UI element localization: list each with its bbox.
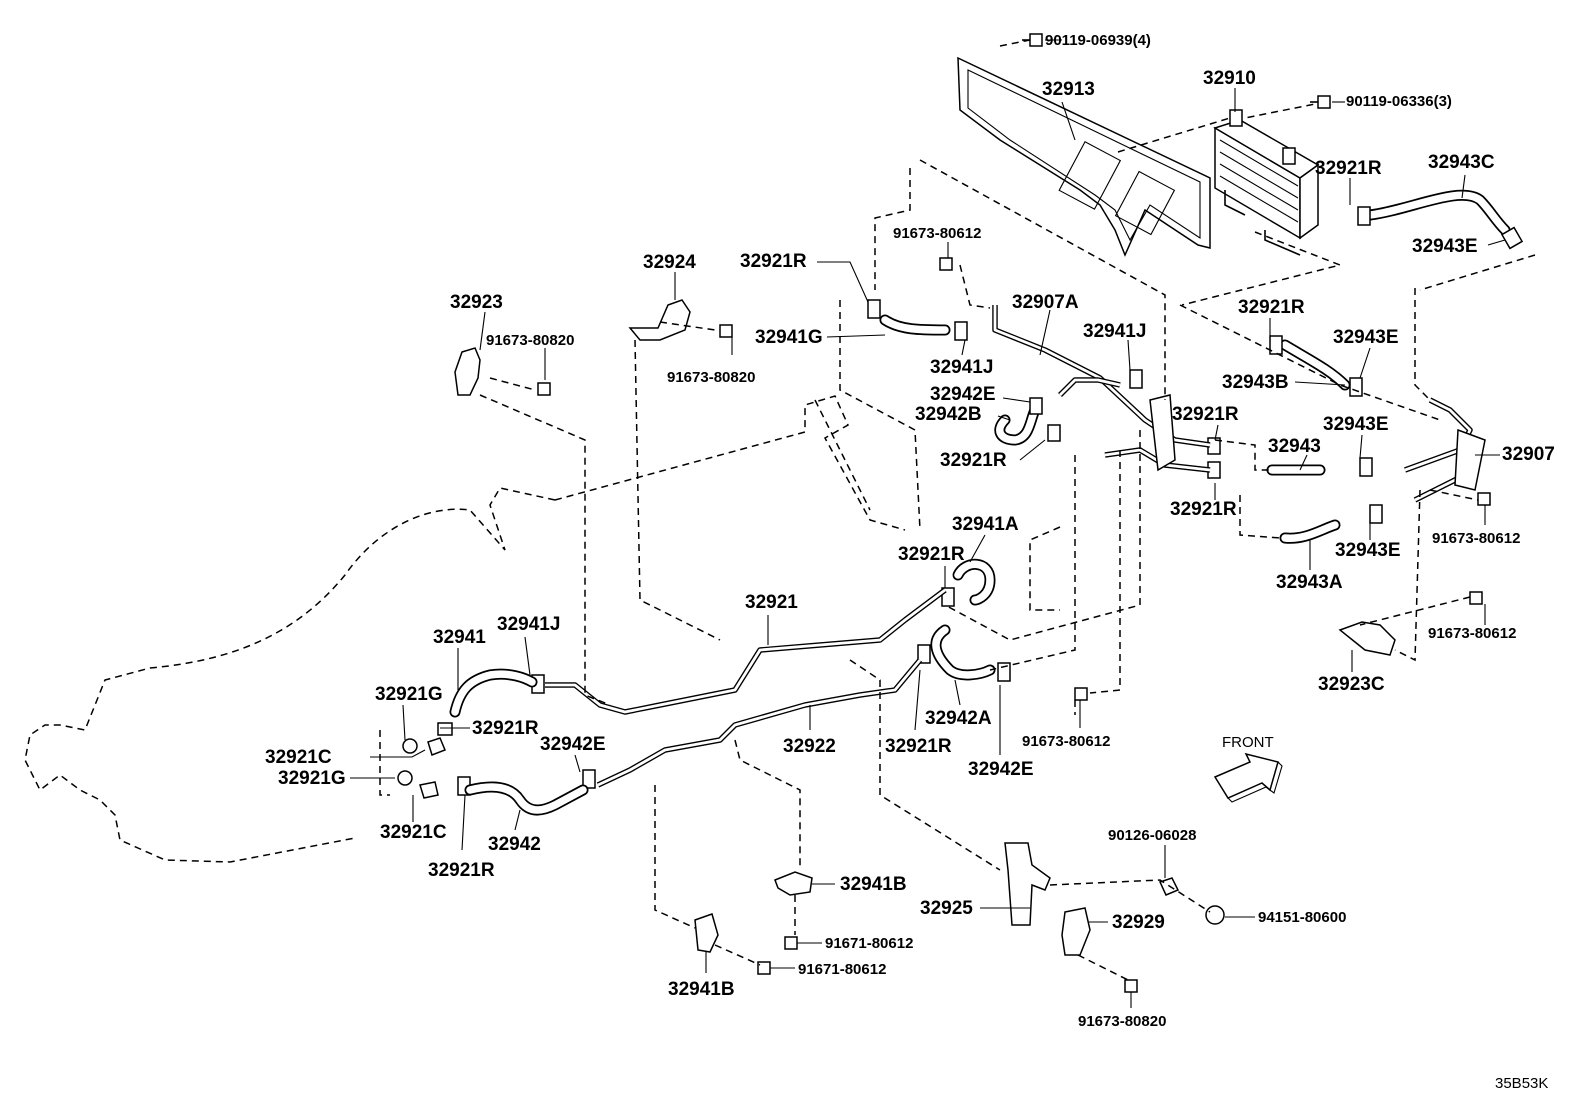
pipe-32907a [992, 305, 1211, 473]
label-32942: 32942 [488, 834, 541, 855]
label-32941a: 32941A [952, 514, 1019, 535]
label-91673-80820-b: 91673-80820 [667, 369, 755, 386]
transmission-outline [24, 395, 906, 863]
label-32907a: 32907A [1012, 292, 1079, 313]
label-91673-80820-a: 91673-80820 [486, 332, 574, 349]
bolt-icon [1022, 33, 1331, 109]
label-32921r-g: 32921R [898, 544, 965, 565]
clamp-icon [457, 206, 1524, 796]
label-32942b: 32942B [915, 404, 982, 425]
label-32929: 32929 [1112, 912, 1165, 933]
label-32921r-a: 32921R [1315, 158, 1382, 179]
label-32943c: 32943C [1428, 152, 1495, 173]
label-32921g-a: 32921G [375, 684, 443, 705]
front-arrow-icon [1213, 752, 1283, 803]
bracket-32925 [1004, 842, 1051, 926]
label-32913: 32913 [1042, 79, 1095, 100]
label-91673-80612-c: 91673-80612 [1428, 625, 1516, 642]
label-32943e-b: 32943E [1333, 327, 1399, 348]
label-32943b: 32943B [1222, 372, 1289, 393]
label-32924: 32924 [643, 252, 696, 273]
label-32941b-b: 32941B [668, 979, 735, 1000]
label-90119-06336: 90119-06336(3) [1346, 93, 1452, 110]
label-91673-80820-c: 91673-80820 [1078, 1013, 1166, 1030]
cooler-plate-32913 [957, 39, 1231, 257]
label-32921r-h: 32921R [472, 718, 539, 739]
label-32943e-c: 32943E [1323, 414, 1389, 435]
label-32943e-a: 32943E [1412, 236, 1478, 257]
label-91673-80612-b: 91673-80612 [1432, 530, 1520, 547]
label-32941j-a: 32941J [1083, 321, 1146, 342]
pipe-32907 [1404, 397, 1486, 503]
label-32941g: 32941G [755, 327, 823, 348]
label-32943a: 32943A [1276, 572, 1343, 593]
bracket-32923c [1338, 621, 1396, 656]
label-32921c-a: 32921C [265, 747, 332, 768]
leader-lines [350, 39, 1506, 1008]
bracket-32929 [1061, 907, 1091, 956]
label-32921c-b: 32921C [380, 822, 447, 843]
oil-cooler-32910 [1181, 101, 1343, 306]
pipe-32922 [596, 658, 923, 788]
bracket-32923 [454, 347, 481, 396]
diagram-code: 35B53K [1495, 1075, 1548, 1092]
label-91673-80612-d: 91673-80612 [1022, 733, 1110, 750]
label-90126-06028: 90126-06028 [1108, 827, 1196, 844]
label-32941: 32941 [433, 627, 486, 648]
label-32941j-c: 32941J [497, 614, 560, 635]
hoses-left [397, 668, 589, 816]
label-91671-80612-a: 91671-80612 [825, 935, 913, 952]
label-32943e-d: 32943E [1335, 540, 1401, 561]
label-94151-80600: 94151-80600 [1258, 909, 1346, 926]
assembly-dashed-lines [479, 159, 1536, 981]
clamp-32941b-upper [774, 871, 813, 896]
clamp-32941b-lower [694, 913, 719, 953]
label-32942a: 32942A [925, 708, 992, 729]
label-91673-80612-a: 91673-80612 [893, 225, 981, 242]
label-32942e-a: 32942E [930, 384, 996, 405]
label-32922: 32922 [783, 736, 836, 757]
label-90119-06939: 90119-06939(4) [1045, 32, 1151, 49]
label-32921: 32921 [745, 592, 798, 613]
hoses-right [879, 189, 1511, 681]
label-32941j-b: 32941J [930, 357, 993, 378]
label-32941b-a: 32941B [840, 874, 907, 895]
label-32907: 32907 [1502, 444, 1555, 465]
label-32921r-e: 32921R [1172, 404, 1239, 425]
label-91671-80612-b: 91671-80612 [798, 961, 886, 978]
label-32942e-b: 32942E [540, 734, 606, 755]
label-32921r-j: 32921R [428, 860, 495, 881]
label-32921r-f: 32921R [1170, 499, 1237, 520]
label-32921r-i: 32921R [885, 736, 952, 757]
bracket-32924 [628, 299, 691, 341]
label-32910: 32910 [1203, 68, 1256, 89]
label-32943: 32943 [1268, 436, 1321, 457]
label-32921r-c: 32921R [940, 450, 1007, 471]
label-32923c: 32923C [1318, 674, 1385, 695]
label-32921g-b: 32921G [278, 768, 346, 789]
label-32942e-c: 32942E [968, 759, 1034, 780]
front-label: FRONT [1222, 734, 1274, 751]
label-32921r-d: 32921R [1238, 297, 1305, 318]
label-32923: 32923 [450, 292, 503, 313]
label-32921r-b: 32921R [740, 251, 807, 272]
label-32925: 32925 [920, 898, 973, 919]
part-labels: 90119-06939(4) 32913 32910 90119-06336(3… [265, 32, 1555, 1092]
